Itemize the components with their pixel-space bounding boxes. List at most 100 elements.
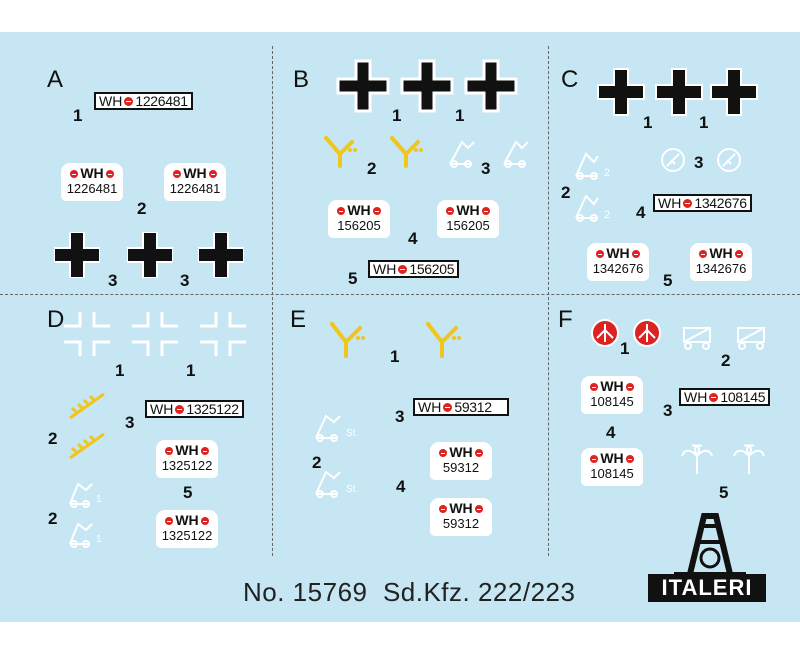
section-a-num: 2 bbox=[137, 199, 147, 218]
tactical-symbol-icon bbox=[683, 327, 711, 350]
section-f-num: 3 bbox=[663, 401, 673, 420]
roundel-icon bbox=[398, 264, 408, 274]
section-c-num: 1 bbox=[699, 113, 709, 132]
section-c-num: 5 bbox=[663, 271, 673, 290]
italeri-logo-icon bbox=[674, 513, 746, 576]
section-f-letter: F bbox=[558, 306, 573, 333]
division-symbol-icon bbox=[426, 322, 461, 358]
tactical-symbol-icon bbox=[737, 327, 765, 350]
section-d-num: 1 bbox=[115, 361, 125, 380]
balkenkreuz-icon bbox=[127, 232, 173, 278]
balkenkreuz-icon bbox=[710, 68, 758, 116]
section-b-num: 2 bbox=[367, 159, 377, 178]
section-c-letter: C bbox=[561, 66, 579, 93]
section-a-num: 3 bbox=[180, 271, 190, 290]
section-e-num: 2 bbox=[312, 453, 322, 472]
balkenkreuz-icon bbox=[597, 68, 645, 116]
tactical-symbol-icon bbox=[503, 140, 529, 168]
section-a-num: 3 bbox=[108, 271, 118, 290]
section-e-letter: E bbox=[290, 306, 307, 333]
section-b-num: 4 bbox=[408, 229, 418, 248]
section-c-num: 3 bbox=[694, 153, 704, 172]
section-d-num: 2 bbox=[48, 509, 58, 528]
unit-emblem-icon bbox=[717, 148, 741, 172]
svg-text:St.: St. bbox=[346, 428, 358, 439]
unit-emblem-icon bbox=[661, 148, 685, 172]
section-d-letter: D bbox=[47, 306, 65, 333]
tactical-symbol-icon: 1 bbox=[69, 522, 102, 548]
section-c-num: 4 bbox=[636, 203, 646, 222]
section-f-num: 4 bbox=[606, 423, 616, 442]
roundel-icon bbox=[591, 319, 619, 347]
section-b-num: 3 bbox=[481, 159, 491, 178]
italeri-logo: ITALERI bbox=[648, 574, 766, 602]
section-c-num: 2 bbox=[561, 183, 571, 202]
section-e-num: 4 bbox=[396, 477, 406, 496]
divider-horizontal bbox=[0, 294, 800, 295]
balkenkreuz-icon bbox=[198, 232, 244, 278]
balkenkreuz-icon bbox=[464, 59, 518, 113]
svg-text:1: 1 bbox=[96, 534, 102, 545]
section-e-num: 1 bbox=[390, 347, 400, 366]
roundel-icon bbox=[633, 319, 661, 347]
tactical-symbol-icon: 2 bbox=[575, 152, 610, 180]
svg-text:2: 2 bbox=[604, 209, 610, 221]
section-f-num: 2 bbox=[721, 351, 731, 370]
svg-text:St.: St. bbox=[346, 484, 358, 495]
section-d-num: 1 bbox=[186, 361, 196, 380]
division-symbol-icon bbox=[324, 136, 357, 168]
balkenkreuz-icon bbox=[54, 232, 100, 278]
divider-vertical-1 bbox=[272, 46, 273, 556]
section-d-num: 3 bbox=[125, 413, 135, 432]
division-symbol-icon bbox=[69, 432, 105, 460]
section-a-letter: A bbox=[47, 66, 64, 93]
division-symbol-icon bbox=[390, 136, 423, 168]
tactical-symbol-icon bbox=[449, 140, 475, 168]
section-c-num: 1 bbox=[643, 113, 653, 132]
svg-text:1: 1 bbox=[96, 494, 102, 505]
svg-text:2: 2 bbox=[604, 167, 610, 179]
section-a-num: 1 bbox=[73, 106, 83, 125]
roundel-icon bbox=[443, 402, 453, 412]
section-f-num: 1 bbox=[620, 339, 630, 358]
balkenkreuz-icon bbox=[655, 68, 703, 116]
palm-emblem-icon bbox=[733, 444, 765, 474]
roundel-icon bbox=[124, 96, 134, 106]
section-b-num: 1 bbox=[392, 106, 402, 125]
section-b-letter: B bbox=[293, 66, 310, 93]
division-symbol-icon bbox=[69, 392, 105, 420]
section-d-num: 2 bbox=[48, 429, 58, 448]
balkenkreuz-icon bbox=[336, 59, 390, 113]
roundel-icon bbox=[709, 392, 719, 402]
footer-title: No. 15769 Sd.Kfz. 222/223 bbox=[243, 577, 576, 607]
section-e-num: 3 bbox=[395, 407, 405, 426]
division-symbol-icon bbox=[330, 322, 365, 358]
roundel-icon bbox=[175, 404, 185, 414]
section-b-num: 5 bbox=[348, 269, 358, 288]
divider-vertical-2 bbox=[548, 46, 549, 556]
balkenkreuz-icon bbox=[400, 59, 454, 113]
section-f-num: 5 bbox=[719, 483, 729, 502]
tactical-symbol-icon: St. bbox=[315, 470, 358, 498]
palm-emblem-icon bbox=[681, 444, 713, 474]
roundel-icon bbox=[683, 198, 693, 208]
outline-cross-set-icon bbox=[64, 312, 246, 356]
section-b-num: 1 bbox=[455, 106, 465, 125]
